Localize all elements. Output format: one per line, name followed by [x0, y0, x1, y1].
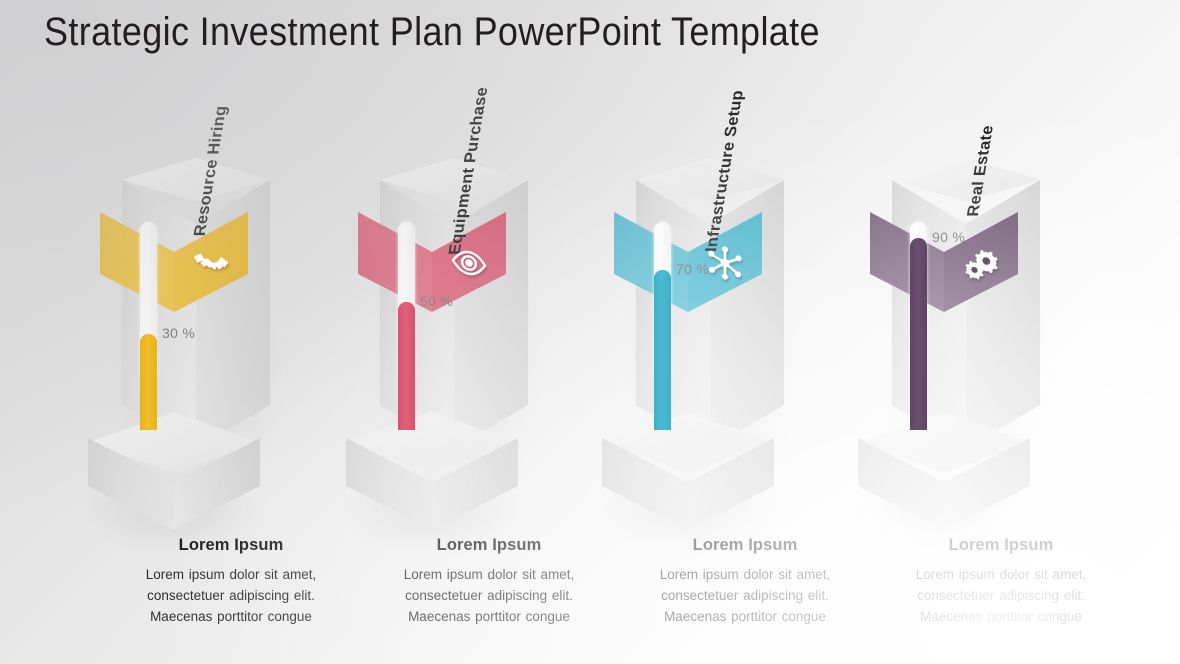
pedestal-cube	[340, 412, 526, 554]
pedestal-cube	[852, 412, 1038, 554]
pillar-label-text: Real Estate	[964, 124, 997, 217]
caption-block: Lorem Ipsum Lorem ipsum dolor sit amet, …	[358, 536, 620, 627]
caption-body: Lorem ipsum dolor sit amet, consectetuer…	[915, 567, 1087, 624]
caption-body: Lorem ipsum dolor sit amet, consectetuer…	[145, 567, 317, 624]
caption-heading: Lorem Ipsum	[692, 536, 798, 554]
page-title: Strategic Investment Plan PowerPoint Tem…	[44, 10, 820, 54]
caption-heading: Lorem Ipsum	[948, 536, 1054, 554]
network-hub-icon	[706, 242, 744, 285]
percent-label: 70 %	[676, 261, 710, 277]
caption-block: Lorem Ipsum Lorem ipsum dolor sit amet, …	[100, 536, 362, 627]
pillar-left-face	[380, 180, 454, 448]
progress-thermometer-stem	[654, 270, 671, 430]
pillar-column: Resource Hiring 30 % Lorem Ips	[82, 0, 362, 664]
progress-thermometer-stem	[910, 238, 927, 430]
gears-icon	[962, 242, 1000, 285]
eye-icon	[450, 242, 488, 285]
pillar-left-face	[122, 180, 196, 448]
pedestal-cube	[596, 412, 782, 554]
caption-body: Lorem ipsum dolor sit amet, consectetuer…	[403, 567, 575, 624]
percent-label: 50 %	[420, 293, 454, 309]
caption-heading: Lorem Ipsum	[436, 536, 542, 554]
caption-heading: Lorem Ipsum	[178, 536, 284, 554]
pedestal-cube	[82, 412, 268, 554]
percent-label: 30 %	[162, 325, 196, 341]
progress-thermometer-stem	[140, 334, 157, 430]
caption-block: Lorem Ipsum Lorem ipsum dolor sit amet, …	[870, 536, 1132, 627]
pillar-label-text: Resource Hiring	[190, 105, 231, 236]
progress-thermometer-stem	[398, 302, 415, 430]
pillar-label-text: Equipment Purchase	[445, 86, 492, 255]
percent-label: 90 %	[932, 229, 966, 245]
pillar-column: Equipment Purchase 50 % Lorem Ipsum Lore…	[340, 0, 620, 664]
handshake-icon	[192, 242, 230, 285]
caption-block: Lorem Ipsum Lorem ipsum dolor sit amet, …	[614, 536, 876, 627]
pillar-column: Infrastructure Setup 70 %	[596, 0, 876, 664]
pillar-left-face	[892, 180, 966, 448]
pillar-column: Real Estate 90 % Lorem Ipsu	[852, 0, 1132, 664]
color-block-left-face	[100, 212, 174, 312]
pillar-left-face	[636, 180, 710, 448]
caption-body: Lorem ipsum dolor sit amet, consectetuer…	[659, 567, 831, 624]
pillar-label-text: Infrastructure Setup	[702, 89, 747, 252]
